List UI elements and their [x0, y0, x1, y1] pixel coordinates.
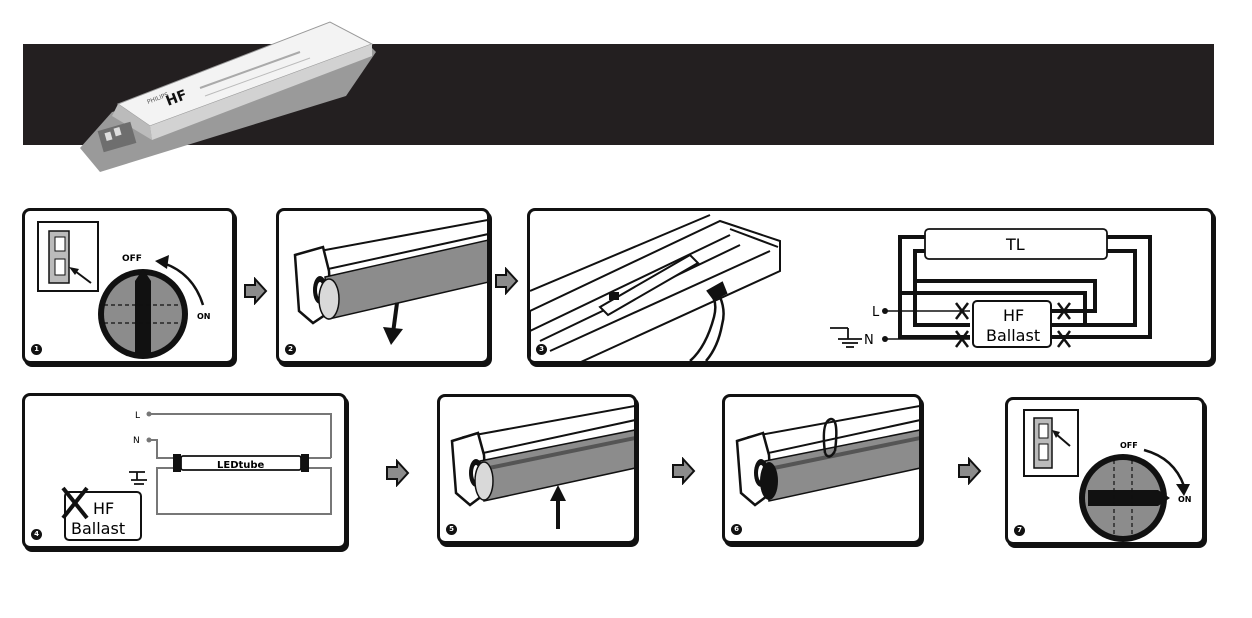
product-logo-text: HF [164, 87, 190, 110]
step-number: 1 [31, 344, 42, 355]
step-6-panel: 6 [722, 394, 922, 544]
neutral-label: N [864, 333, 874, 348]
step-number: 2 [285, 344, 296, 355]
step-4-panel: L N LEDtube HF Ballast 4 [22, 393, 347, 549]
step-number: 5 [446, 524, 457, 535]
off-label: OFF [122, 254, 142, 264]
led-tube-label: LEDtube [217, 460, 265, 471]
step-number: 6 [731, 524, 742, 535]
next-arrow-icon [244, 277, 268, 305]
step-5-panel: 5 [437, 394, 637, 544]
remove-cross-icon [61, 486, 89, 520]
neutral-label: N [133, 436, 140, 446]
rotate-arrow-icon [162, 261, 205, 306]
on-label: ON [197, 312, 211, 321]
next-arrow-icon [672, 457, 696, 485]
cutting-pliers-icon [689, 281, 728, 361]
step-3-panel: TL L N HF Ballast [527, 208, 1214, 364]
step-2-panel: 2 [276, 208, 490, 364]
step-1-panel: OFF ON 1 [22, 208, 235, 364]
rotate-tube-icon [822, 417, 838, 454]
next-arrow-icon [495, 267, 519, 295]
next-arrow-icon [386, 459, 410, 487]
cut-mark-icon [955, 302, 1071, 348]
live-label: L [872, 305, 880, 320]
ballast-product-image: PHILIPS HF [80, 21, 376, 172]
step-number: 4 [31, 529, 42, 540]
tl-label: TL [1005, 235, 1025, 254]
on-label: ON [1178, 495, 1192, 504]
live-label: L [135, 411, 140, 421]
ground-icon [830, 327, 862, 348]
hf-ballast-box [972, 300, 1052, 348]
rotate-arrow-icon [1143, 448, 1186, 487]
ballast-line2: Ballast [71, 519, 125, 538]
ballast-line2: Ballast [986, 326, 1040, 345]
step-7-panel: OFF ON 7 [1005, 397, 1205, 545]
ground-icon [129, 471, 147, 485]
luminaire-drawing [530, 214, 781, 361]
step-number: 7 [1014, 525, 1025, 536]
ballast-line1: HF [1003, 306, 1024, 325]
led-tube-box [180, 455, 302, 471]
down-arrow-icon [391, 302, 399, 334]
off-label: OFF [1120, 441, 1138, 450]
step-number: 3 [536, 344, 547, 355]
ballast-line1: HF [93, 499, 114, 518]
tl-tube-box [924, 228, 1108, 260]
next-arrow-icon [958, 457, 982, 485]
